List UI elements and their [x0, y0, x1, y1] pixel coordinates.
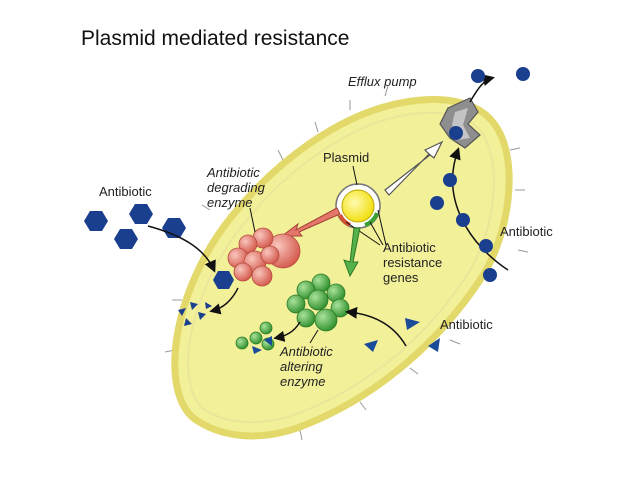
efflux-arrow-out — [469, 74, 495, 103]
altering-enzyme-pointer — [309, 329, 319, 344]
page-title: Plasmid mediated resistance — [81, 27, 350, 50]
alteration-arrow — [273, 321, 301, 342]
efflux-pump-label: Efflux pump — [348, 74, 417, 89]
plasmid-pointer — [352, 165, 358, 186]
plasmid — [335, 183, 381, 229]
degradation-arrow — [209, 287, 239, 315]
antibiotic-left-label: Antibiotic — [99, 184, 152, 199]
altered-antibiotic — [235, 321, 275, 354]
cell-membrane-inner — [187, 111, 495, 424]
antibiotic-degrading-enzyme — [227, 227, 301, 287]
plasmid-to-altering-enzyme-arrow — [343, 227, 361, 278]
resistance-gene-pointers — [345, 209, 387, 246]
degrading-enzyme-pointer — [249, 207, 256, 233]
degrading-enzyme-label: Antibiotic degrading enzyme — [206, 165, 268, 210]
plasmid-label: Plasmid — [323, 150, 369, 165]
antibiotic-bottom-label: Antibiotic — [440, 317, 493, 332]
plasmid-to-degrading-enzyme-arrow — [280, 207, 341, 237]
antibiotic-altering-enzyme — [286, 273, 350, 332]
antibiotic-left-arrow — [147, 225, 216, 273]
antibiotic-bottom-arrow — [345, 306, 407, 347]
antibiotic-right-label: Antibiotic — [500, 224, 553, 239]
antibiotic-dots — [430, 67, 530, 282]
plasmid-to-pump-arrow — [384, 140, 444, 196]
antibiotic-triangles — [264, 318, 440, 352]
altering-enzyme-label: Antibiotic altering enzyme — [279, 344, 336, 389]
resistance-genes-label: Antibiotic resistance genes — [383, 240, 446, 285]
degraded-antibiotic-fragments — [178, 302, 212, 326]
